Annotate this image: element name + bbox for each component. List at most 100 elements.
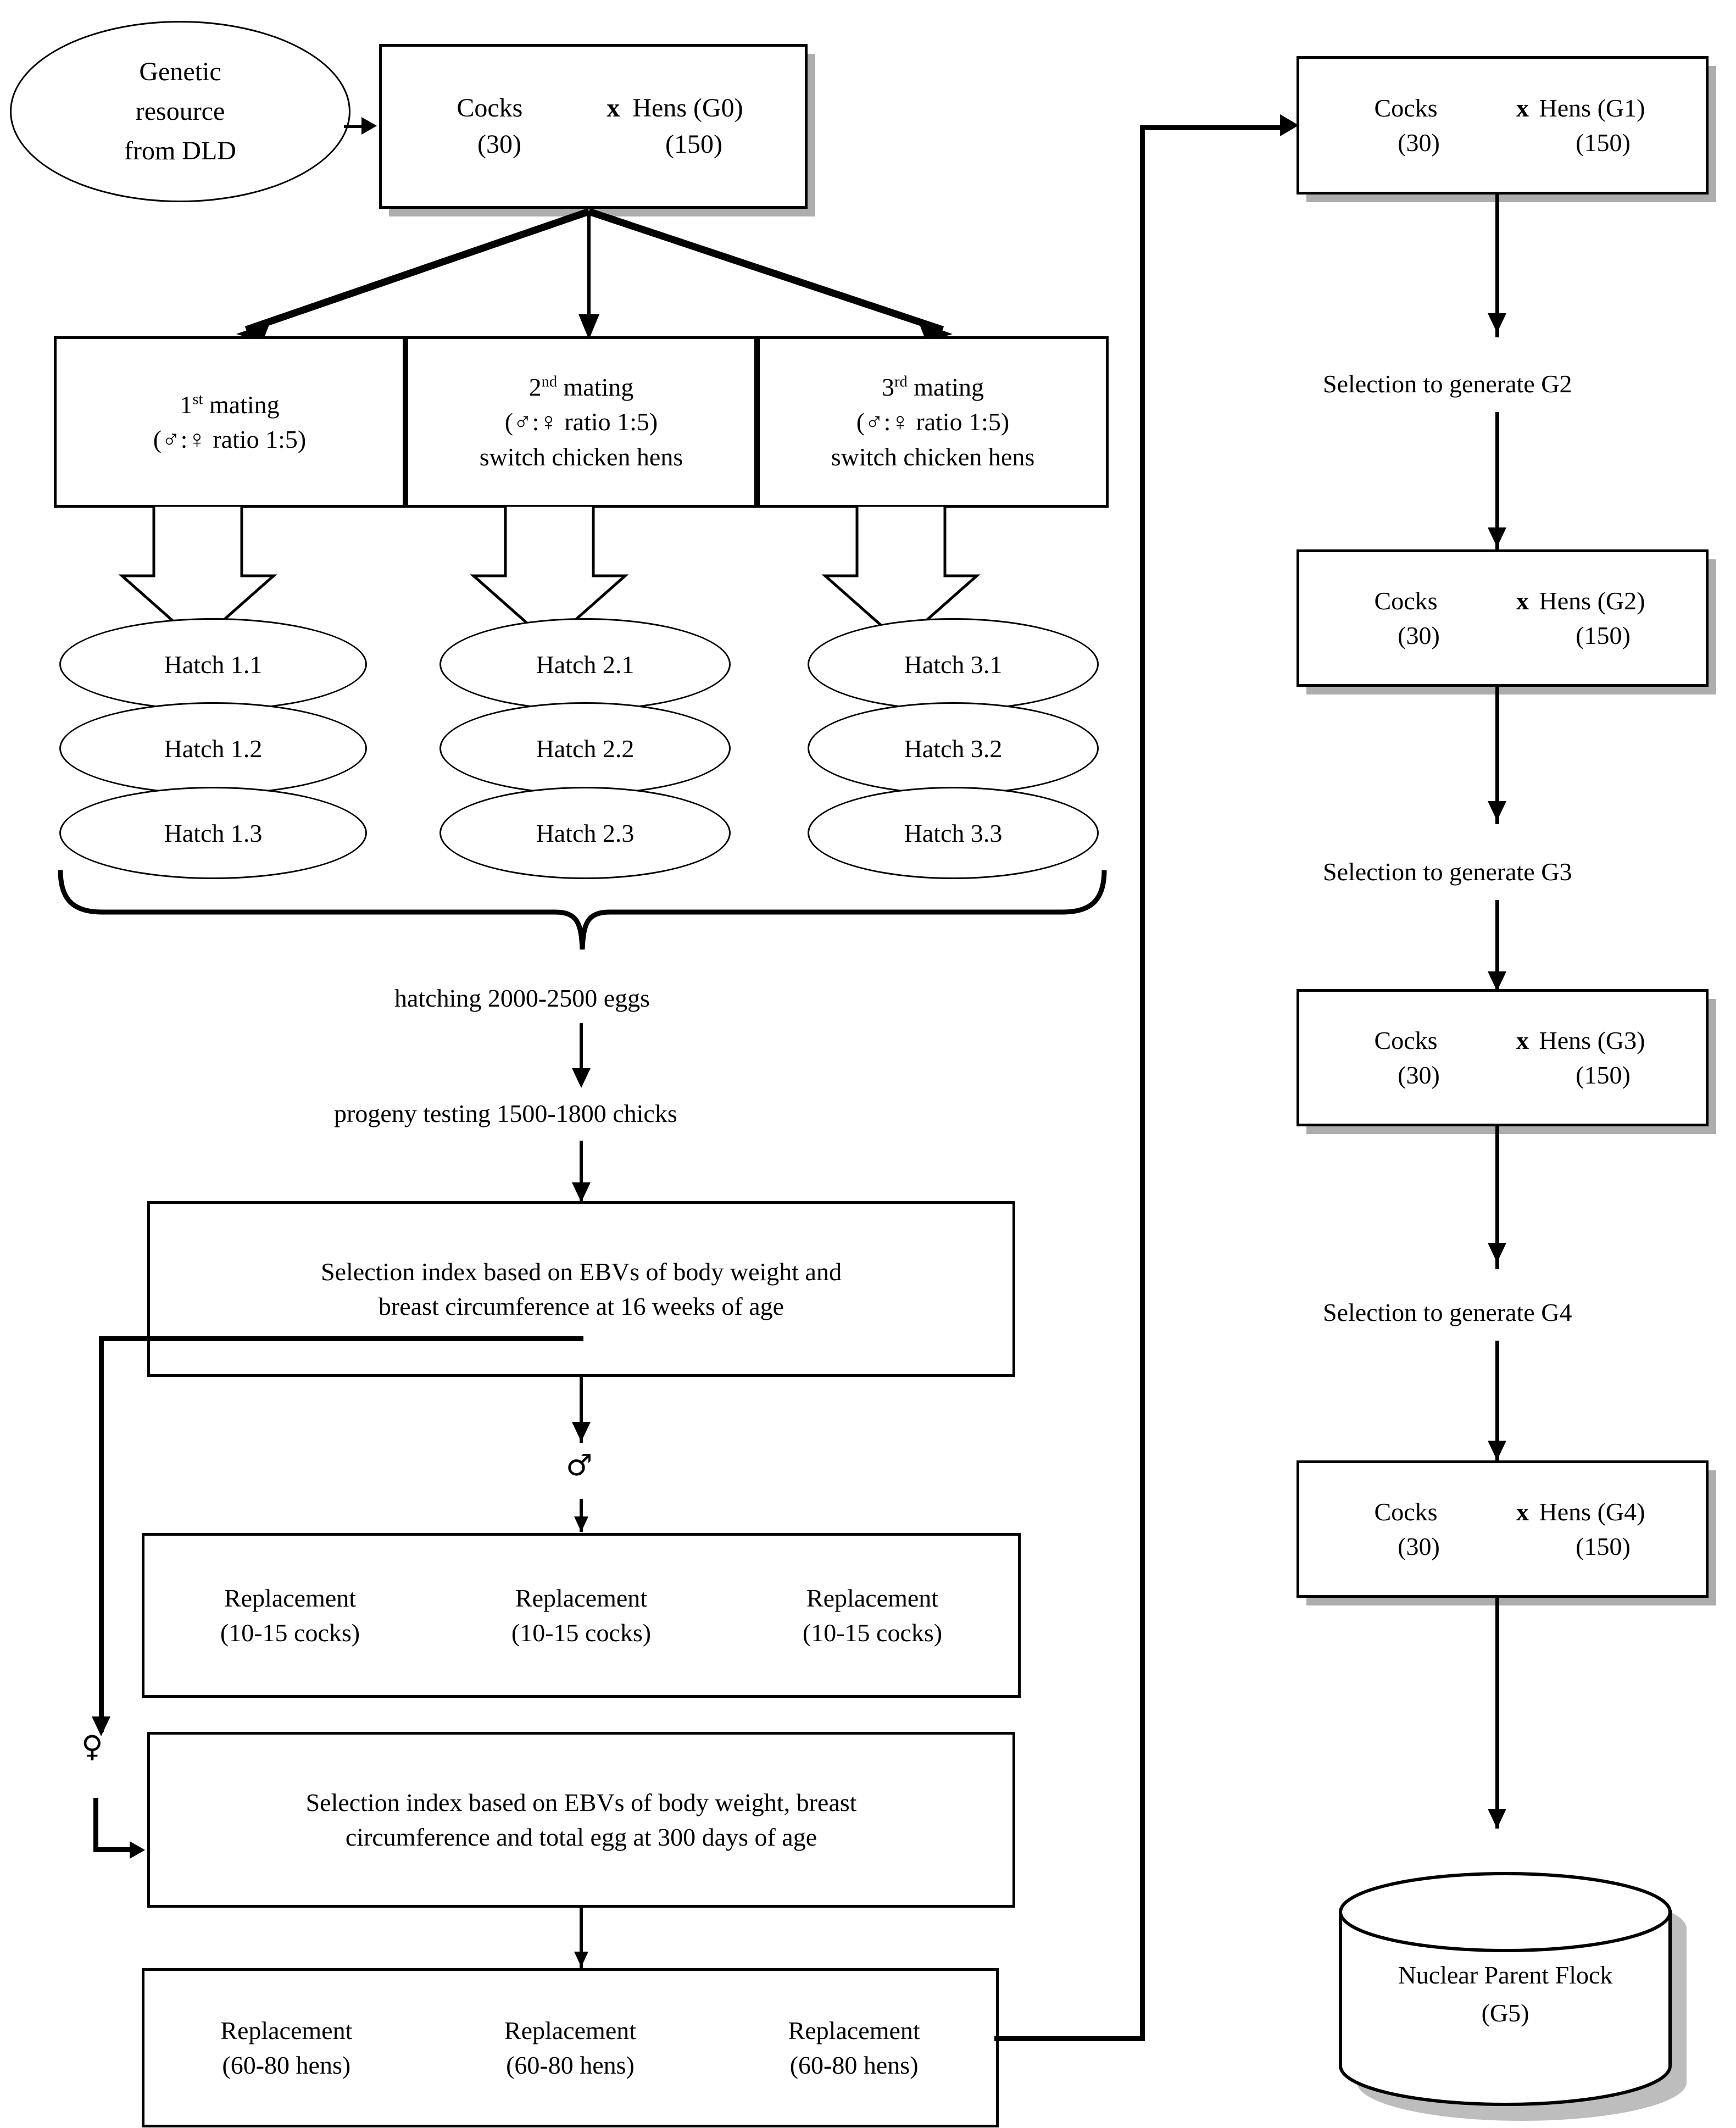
connector-g2-to-selection-g3 (1495, 687, 1499, 824)
g3-cocks-label: Cocks (1374, 1026, 1438, 1054)
hatch-group-brace (55, 867, 1110, 955)
generation-box-g2: Cocks x Hens (G2) (30) (150) (1297, 549, 1709, 687)
g0-hens-count: (150) (665, 130, 722, 159)
mating-3-ratio: (♂:♀ ratio 1:5) (856, 408, 1010, 436)
generation-box-g4: Cocks x Hens (G4) (30) (150) (1297, 1460, 1709, 1598)
connector-female-elbow-vertical (93, 1798, 98, 1852)
connector-progeny-to-selection-male (580, 1141, 583, 1201)
hatch-ellipse-3-1: Hatch 3.1 (808, 618, 1099, 710)
arrowhead-g1-to-selection-g2 (1488, 313, 1506, 333)
block-arrow-mating-2-to-hatch (450, 505, 648, 648)
connector-male-to-replacement-cocks (580, 1499, 583, 1532)
genetic-resource-line-3: from DLD (124, 136, 236, 165)
g4-hens-count: (150) (1576, 1532, 1631, 1560)
g1-cross-symbol: x (1516, 93, 1529, 122)
connector-female-elbow-horizontal (93, 1847, 132, 1852)
hatch-ellipse-1-1: Hatch 1.1 (59, 618, 367, 710)
genetic-resource-ellipse: Genetic resource from DLD (10, 21, 350, 202)
replacement-hens-cell-1: Replacement (60-80 hens) (220, 2016, 353, 2079)
arrowhead-progeny-to-selection-male (572, 1182, 591, 1202)
mating-1-title: 1st mating (180, 390, 280, 419)
connector-right-rail-vertical (1140, 125, 1145, 2041)
arrowhead-source-to-g0 (361, 117, 377, 135)
replacement-hens-cell-3: Replacement (60-80 hens) (788, 2016, 920, 2079)
replacement-cocks-cell-3: Replacement (10-15 cocks) (802, 1584, 943, 1647)
g3-hens-label: Hens (G3) (1539, 1026, 1645, 1054)
g4-cocks-label: Cocks (1374, 1497, 1438, 1526)
nuclear-parent-flock-cylinder: Nuclear Parent Flock (G5) (1291, 1841, 1731, 2126)
hatch-ellipse-3-2: Hatch 3.2 (808, 702, 1099, 794)
g1-cocks-label: Cocks (1374, 93, 1438, 122)
connector-selection-g4-to-g4-box (1495, 1341, 1499, 1467)
g3-cross-symbol: x (1516, 1026, 1529, 1054)
connector-selection-male-down-stub (580, 1377, 583, 1443)
g4-hens-label: Hens (G4) (1539, 1497, 1645, 1526)
arrowhead-g3-to-selection-g4 (1488, 1243, 1506, 1263)
replacement-cocks-cell-2: Replacement (10-15 cocks) (511, 1584, 652, 1647)
connector-selection-g3-to-g3-box (1495, 900, 1499, 993)
arrowhead-g4-to-nuclear-flock (1488, 1809, 1506, 1829)
connector-right-rail-to-g1 (1140, 125, 1291, 130)
connector-g3-to-selection-g4 (1495, 1126, 1499, 1269)
g1-hens-label: Hens (G1) (1539, 93, 1645, 122)
arrowhead-selection-g4-to-g4-box (1488, 1441, 1506, 1460)
hatch-ellipse-1-3: Hatch 1.3 (59, 787, 367, 879)
g2-hens-label: Hens (G2) (1539, 586, 1645, 615)
selection-index-female-line-2: circumference and total egg at 300 days … (345, 1823, 817, 1851)
hatch-ellipse-2-1: Hatch 2.1 (439, 618, 731, 710)
g2-cross-symbol: x (1516, 586, 1529, 615)
hatching-eggs-label: hatching 2000-2500 eggs (394, 984, 650, 1012)
replacement-hens-box: Replacement (60-80 hens) Replacement (60… (142, 1968, 999, 2127)
g2-hens-count: (150) (1576, 621, 1631, 649)
mating-2-note: switch chicken hens (479, 442, 683, 471)
male-icon: ♂ (566, 1448, 593, 1482)
arrowhead-female-to-selection (130, 1841, 145, 1859)
replacement-cocks-box: Replacement (10-15 cocks) Replacement (1… (142, 1533, 1021, 1698)
mating-box-3: 3rd mating (♂:♀ ratio 1:5) switch chicke… (757, 336, 1109, 508)
selection-label-g2: Selection to generate G2 (1323, 370, 1572, 398)
connector-g4-to-nuclear-flock (1495, 1598, 1499, 1829)
mating-box-2: 2nd mating (♂:♀ ratio 1:5) switch chicke… (405, 336, 757, 508)
g2-cocks-label: Cocks (1374, 586, 1438, 615)
connector-feedback-horizontal (99, 1336, 583, 1341)
female-icon: ♀ (539, 408, 558, 436)
arrowhead-male-to-replacement-cocks (574, 1516, 588, 1532)
selection-index-box-male: Selection index based on EBVs of body we… (147, 1201, 1015, 1377)
selection-index-female-line-1: Selection index based on EBVs of body we… (305, 1788, 857, 1816)
connector-hens-to-right-rail (994, 2036, 1145, 2041)
g4-cross-symbol: x (1516, 1497, 1529, 1526)
male-icon: ♂ (513, 408, 532, 436)
generation-box-g1: Cocks x Hens (G1) (30) (150) (1297, 56, 1709, 195)
hatch-ellipse-1-2: Hatch 1.2 (59, 702, 367, 794)
mating-2-ratio: (♂:♀ ratio 1:5) (504, 408, 658, 436)
mating-3-note: switch chicken hens (831, 442, 1035, 471)
g0-hens-label: Hens (G0) (632, 93, 743, 123)
nuclear-flock-text: Nuclear Parent Flock (G5) (1398, 1961, 1613, 2027)
g0-cocks-label: Cocks (457, 93, 523, 123)
selection-index-box-female: Selection index based on EBVs of body we… (147, 1732, 1015, 1908)
arrowhead-right-rail-to-g1 (1280, 114, 1299, 136)
hatch-ellipse-2-2: Hatch 2.2 (439, 702, 731, 794)
g3-cocks-count: (30) (1398, 1061, 1440, 1089)
hatch-ellipse-3-3: Hatch 3.3 (808, 787, 1099, 879)
generation-box-g3: Cocks x Hens (G3) (30) (150) (1297, 989, 1709, 1126)
block-arrow-mating-3-to-hatch (802, 505, 1000, 648)
g3-hens-count: (150) (1576, 1061, 1631, 1089)
progeny-testing-label: progeny testing 1500-1800 chicks (334, 1099, 677, 1127)
arrowhead-selection-female-to-hens (574, 1952, 588, 1967)
mating-1-ratio: (♂:♀ ratio 1:5) (153, 425, 307, 453)
arrowhead-g2-to-selection-g3 (1488, 801, 1506, 821)
connector-hatching-to-progeny (580, 1023, 583, 1081)
selection-label-g3: Selection to generate G3 (1323, 858, 1572, 886)
selection-index-male-line-1: Selection index based on EBVs of body we… (321, 1257, 842, 1286)
connector-feedback-vertical (99, 1336, 104, 1732)
g2-cocks-count: (30) (1398, 621, 1440, 649)
male-icon: ♂ (865, 408, 884, 436)
male-symbol-marker: ♂ (566, 1451, 592, 1480)
hatch-ellipse-2-3: Hatch 2.3 (439, 787, 731, 879)
g1-hens-count: (150) (1576, 129, 1631, 157)
connector-selection-g2-to-g2-box (1495, 412, 1499, 549)
selection-label-g4: Selection to generate G4 (1323, 1298, 1572, 1326)
connector-source-to-g0 (344, 125, 364, 128)
arrowhead-hatching-to-progeny (572, 1068, 591, 1088)
